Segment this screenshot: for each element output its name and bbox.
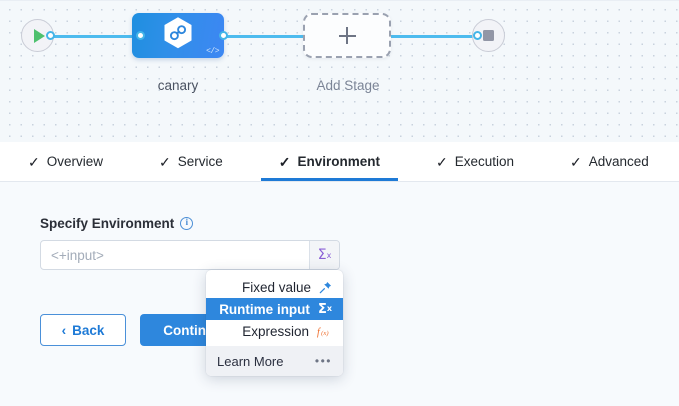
port-stage-out[interactable] [219,31,228,40]
add-stage-button[interactable] [303,13,391,58]
tab-label: Execution [454,154,515,169]
environment-input-row[interactable]: Σx [40,240,340,270]
connector-stage-to-add [223,35,308,38]
tab-overview[interactable]: ✓ Overview [24,142,107,181]
stage-config-tabbar: ✓ Overview ✓ Service ✓ Environment ✓ Exe… [0,142,679,182]
tab-service[interactable]: ✓ Service [155,142,227,181]
stage-label-canary: canary [157,78,199,93]
environment-input[interactable] [41,241,309,269]
dropdown-item-label: Expression [242,323,309,339]
check-icon: ✓ [570,153,582,170]
chevron-left-icon: ‹ [61,322,67,338]
canvas-top-border [0,0,679,1]
field-label-text: Specify Environment [40,216,175,231]
info-icon[interactable]: i [180,217,194,230]
check-icon: ✓ [278,153,291,170]
stop-square-icon [483,30,494,41]
sigma-sup: x [326,250,332,260]
dropdown-item-label: Runtime input [219,301,310,317]
sigma-glyph: Σ [317,247,327,263]
pin-icon [319,281,332,294]
pipeline-canvas[interactable]: </> canary Add Stage [0,0,679,142]
back-button[interactable]: ‹ Back [40,314,126,346]
plus-icon [338,27,356,44]
fx-icon: f (x) [317,325,332,338]
tab-label: Overview [46,154,103,169]
specify-environment-label: Specify Environment i [40,216,194,231]
tab-label: Environment [297,154,380,169]
check-icon: ✓ [159,153,171,170]
port-stage-in[interactable] [136,31,145,40]
dropdown-learn-more[interactable]: Learn More ••• [206,346,343,376]
tab-advanced[interactable]: ✓ Advanced [566,142,653,181]
hexagon-infinity-icon [163,16,193,54]
check-icon: ✓ [28,153,40,170]
pipeline-end-node[interactable] [472,19,505,52]
dropdown-item-label: Fixed value [241,279,311,295]
svg-text:(x): (x) [321,330,329,337]
check-icon: ✓ [436,153,448,170]
connector-start-to-stage [52,35,142,38]
connector-add-to-end [390,35,477,38]
port-start-out[interactable] [46,31,55,40]
tab-execution[interactable]: ✓ Execution [432,142,518,181]
dropdown-item-expression[interactable]: Expression f (x) [206,320,343,342]
play-icon [33,28,45,43]
tab-label: Advanced [588,154,649,169]
learn-more-label: Learn More [217,353,284,369]
add-stage-label: Add Stage [316,78,380,93]
tab-label: Service [177,154,223,169]
tab-environment[interactable]: ✓ Environment [260,142,399,181]
dropdown-item-fixed-value[interactable]: Fixed value [206,276,343,298]
stage-node-canary[interactable]: </> [132,13,224,58]
back-button-label: Back [72,322,105,338]
code-brackets-icon: </> [206,47,219,56]
ellipsis-icon[interactable]: ••• [314,354,332,368]
svg-text:f: f [317,326,321,337]
port-end-in[interactable] [473,31,482,40]
sigma-glyph: Σ [317,301,327,317]
